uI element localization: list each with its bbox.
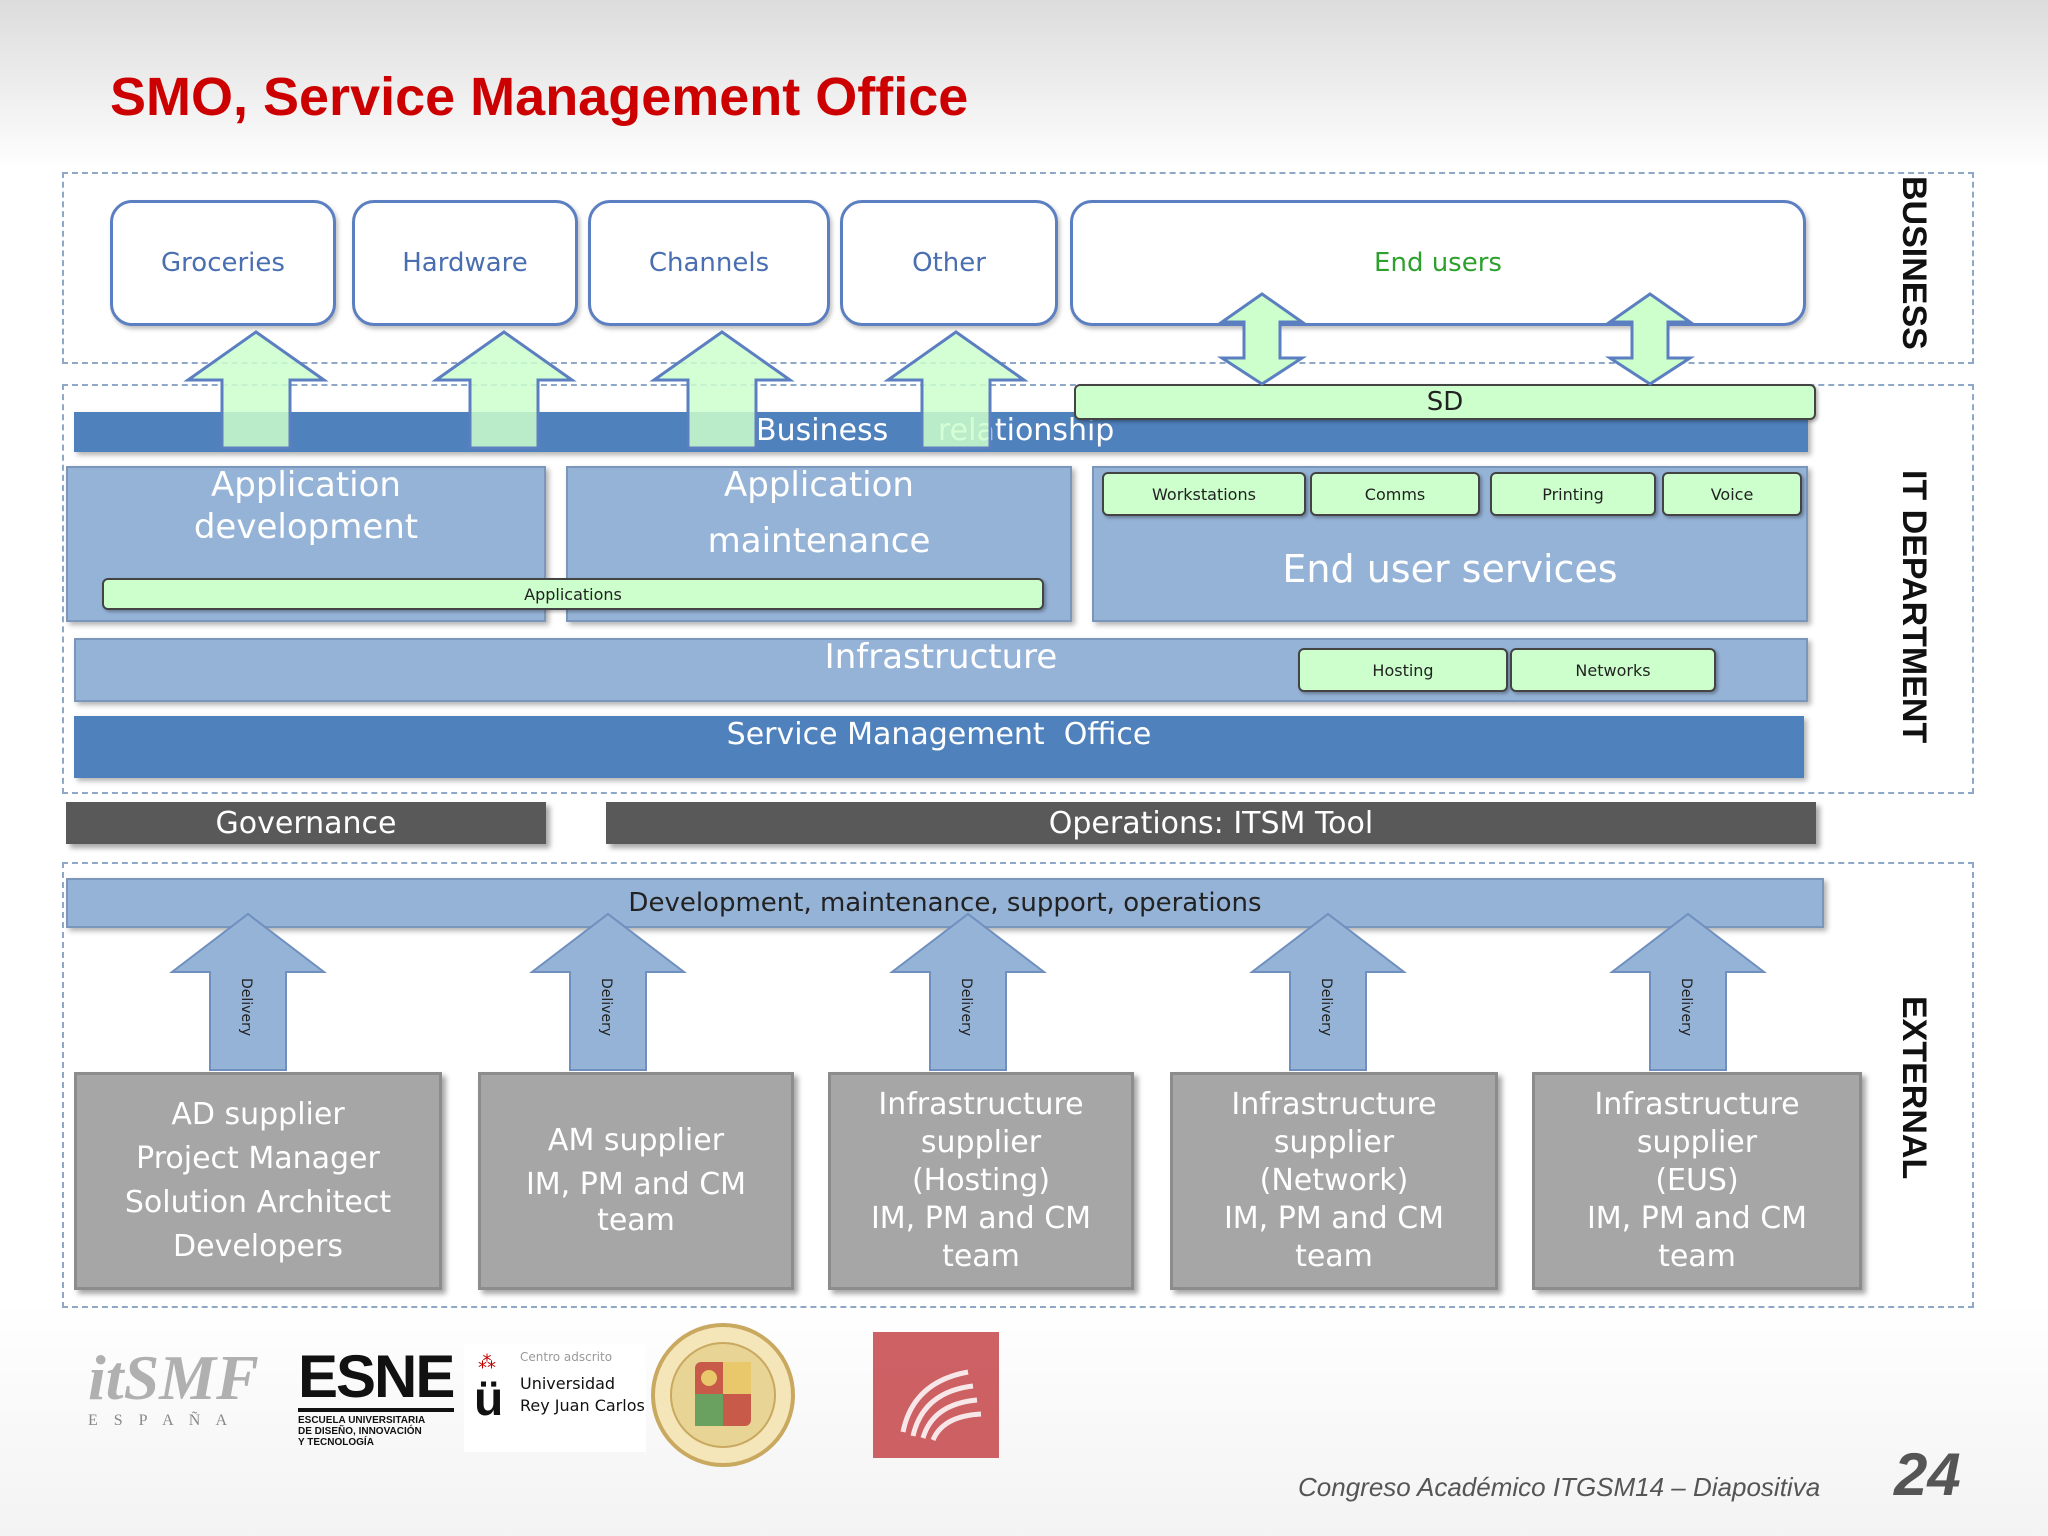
external-section xyxy=(62,862,1974,1308)
end-user-services-label: End user services xyxy=(1282,547,1618,591)
governance-label: Governance xyxy=(215,805,397,841)
esne-logo-subtext: DE DISEÑO, INNOVACIÓN xyxy=(298,1426,422,1437)
eus-item-label: Printing xyxy=(1542,484,1604,504)
smo-bar xyxy=(74,716,1804,778)
delivery-label-1: Delivery xyxy=(238,978,254,1037)
business-unit-channels: Channels xyxy=(588,200,830,326)
eus-item-printing: Printing xyxy=(1490,472,1656,516)
supplier-line: (EUS) xyxy=(1655,1163,1739,1198)
supplier-line: Infrastructure xyxy=(1594,1087,1800,1122)
supplier-line: AM supplier xyxy=(547,1123,725,1158)
delivery-label-5: Delivery xyxy=(1678,978,1694,1037)
supplier-line: IM, PM and CM xyxy=(1586,1201,1808,1236)
operations-bar: Operations: ITSM Tool xyxy=(606,802,1816,844)
end-users-box: End users xyxy=(1070,200,1806,326)
supplier-line: AD supplier xyxy=(171,1097,345,1132)
business-unit-groceries: Groceries xyxy=(110,200,336,326)
business-unit-label: Channels xyxy=(648,248,770,278)
sd-label: SD xyxy=(1426,387,1464,417)
supplier-line: Solution Architect xyxy=(124,1185,392,1220)
supplier-ad: AD supplier Project Manager Solution Arc… xyxy=(74,1072,442,1290)
urjc-name-line: Rey Juan Carlos xyxy=(520,1396,645,1415)
supplier-line: Project Manager xyxy=(136,1141,380,1176)
supplier-infra-network: Infrastructure supplier (Network) IM, PM… xyxy=(1170,1072,1498,1290)
supplier-infra-eus: Infrastructure supplier (EUS) IM, PM and… xyxy=(1532,1072,1862,1290)
application-development-label-1: Application xyxy=(211,465,401,505)
esne-logo-subtext: Y TECNOLOGÍA xyxy=(298,1437,374,1448)
end-users-label: End users xyxy=(1374,248,1502,278)
infra-item-networks: Networks xyxy=(1510,648,1716,692)
infra-item-label: Hosting xyxy=(1372,660,1434,680)
footer-caption: Congreso Académico ITGSM14 – Diapositiva xyxy=(1298,1472,1821,1502)
supplier-line: team xyxy=(942,1239,1020,1274)
supplier-infra-hosting: Infrastructure supplier (Hosting) IM, PM… xyxy=(828,1072,1134,1290)
business-unit-hardware: Hardware xyxy=(352,200,578,326)
supplier-line: (Network) xyxy=(1259,1163,1409,1198)
development-bar-label: Development, maintenance, support, opera… xyxy=(628,888,1262,918)
supplier-line: IM, PM and CM xyxy=(870,1201,1092,1236)
supplier-am: AM supplier IM, PM and CM team xyxy=(478,1072,794,1290)
supplier-line: supplier xyxy=(1636,1125,1758,1160)
slide-title: SMO, Service Management Office xyxy=(110,67,969,127)
supplier-line: (Hosting) xyxy=(911,1163,1051,1198)
delivery-label-2: Delivery xyxy=(598,978,614,1037)
supplier-line: team xyxy=(1295,1239,1373,1274)
delivery-label-4: Delivery xyxy=(1318,978,1334,1037)
supplier-line: IM, PM and CM xyxy=(525,1167,747,1202)
eus-item-voice: Voice xyxy=(1662,472,1802,516)
supplier-line: team xyxy=(1658,1239,1736,1274)
applications-bar: Applications xyxy=(102,578,1044,610)
business-section-label: BUSINESS xyxy=(1895,176,1933,350)
business-unit-label: Groceries xyxy=(161,248,285,278)
business-unit-label: Other xyxy=(912,248,986,278)
development-bar: Development, maintenance, support, opera… xyxy=(66,878,1824,928)
business-unit-label: Hardware xyxy=(402,248,528,278)
urjc-crown-icon: ⁂ xyxy=(478,1352,496,1373)
itsmf-logo-subtext: E S P A Ñ A xyxy=(88,1412,233,1429)
business-relationship-label-left: Business xyxy=(756,413,889,448)
urjc-top-text: Centro adscrito xyxy=(520,1350,613,1364)
supplier-line: Developers xyxy=(173,1229,343,1264)
applications-label: Applications xyxy=(524,584,622,604)
eus-item-comms: Comms xyxy=(1310,472,1480,516)
supplier-line: team xyxy=(597,1203,675,1238)
supplier-line: supplier xyxy=(1273,1125,1395,1160)
itsmf-logo: itSMF E S P A Ñ A xyxy=(88,1344,288,1444)
eus-item-label: Workstations xyxy=(1152,484,1256,504)
smo-label: Service Management Office xyxy=(726,717,1152,752)
sd-bar: SD xyxy=(1074,384,1816,420)
infrastructure-label: Infrastructure xyxy=(824,637,1058,677)
eus-item-label: Voice xyxy=(1710,484,1754,504)
page-number: 24 xyxy=(1894,1441,1961,1508)
it-department-section-label: IT DEPARTMENT xyxy=(1895,470,1933,744)
infra-item-label: Networks xyxy=(1575,660,1651,680)
esne-logo-rule xyxy=(298,1408,454,1412)
university-seal-logo xyxy=(651,1323,795,1467)
application-maintenance-label-1: Application xyxy=(724,465,914,505)
supplier-line: IM, PM and CM xyxy=(1223,1201,1445,1236)
esne-logo: ESNE ESCUELA UNIVERSITARIA DE DISEÑO, IN… xyxy=(298,1343,455,1458)
operations-label: Operations: ITSM Tool xyxy=(1048,805,1374,841)
delivery-label-3: Delivery xyxy=(958,978,974,1037)
supplier-line: supplier xyxy=(920,1125,1042,1160)
urjc-name-line: Universidad xyxy=(520,1374,616,1393)
infra-item-hosting: Hosting xyxy=(1298,648,1508,692)
itsmf-logo-text: itSMF xyxy=(88,1342,259,1413)
urjc-logo: ⁂ ü Centro adscrito Universidad Rey Juan… xyxy=(464,1344,646,1452)
application-maintenance-label-2: maintenance xyxy=(707,521,931,561)
business-unit-other: Other xyxy=(840,200,1058,326)
external-section-label: EXTERNAL xyxy=(1895,996,1933,1180)
supplier-line: Infrastructure xyxy=(878,1087,1084,1122)
esne-logo-subtext: ESCUELA UNIVERSITARIA xyxy=(298,1415,426,1426)
eus-item-label: Comms xyxy=(1364,484,1426,504)
application-development-label-2: development xyxy=(193,507,419,547)
eus-item-workstations: Workstations xyxy=(1102,472,1306,516)
esne-logo-text: ESNE xyxy=(298,1343,455,1410)
supplier-line: Infrastructure xyxy=(1231,1087,1437,1122)
urjc-u-icon: ü xyxy=(474,1373,504,1426)
red-wave-logo xyxy=(873,1332,999,1458)
governance-bar: Governance xyxy=(66,802,546,844)
